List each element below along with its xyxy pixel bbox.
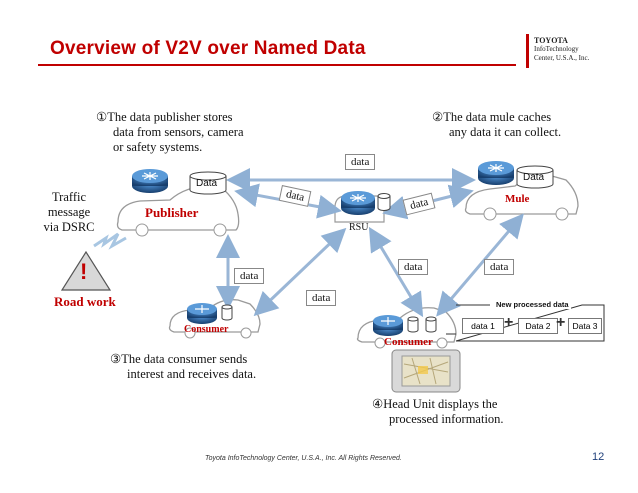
consumer-description: ③The data consumer sends interest and re… bbox=[110, 352, 256, 382]
publisher-description: ①The data publisher stores data from sen… bbox=[96, 110, 244, 155]
router-icon-consumer-left bbox=[187, 303, 217, 324]
mule-description: ②The data mule caches any data it can co… bbox=[432, 110, 561, 140]
consumer-description-line-2: interest and receives data. bbox=[127, 367, 257, 381]
consumer-description-line-1: ③The data consumer sends bbox=[110, 352, 248, 366]
publisher-description-line-2: data from sensors, camera bbox=[113, 125, 244, 139]
processed-item-3: Data 3 bbox=[568, 318, 602, 334]
headunit-description-line-1: ④Head Unit displays the bbox=[372, 397, 498, 411]
consumer-right-label: Consumer bbox=[384, 336, 433, 348]
flow-label-publisher-consumer: data bbox=[234, 268, 265, 284]
publisher-description-line-3: or safety systems. bbox=[113, 140, 203, 154]
traffic-line-3: via DSRC bbox=[43, 220, 95, 234]
company-logo: TOYOTA InfoTechnology Center, U.S.A., In… bbox=[534, 36, 589, 63]
mule-description-line-1: ②The data mule caches bbox=[432, 110, 552, 124]
mule-label: Mule bbox=[505, 193, 530, 205]
flow-label-mule-consumer: data bbox=[484, 259, 515, 275]
processed-data-title: New processed data bbox=[494, 300, 571, 309]
headunit-description: ④Head Unit displays the processed inform… bbox=[372, 397, 504, 427]
consumer-left-label: Consumer bbox=[184, 324, 229, 335]
mule-store-label: Data bbox=[523, 172, 545, 183]
flow-label-publisher-mule: data bbox=[345, 154, 376, 170]
flow-label-rsu-consumer-right: data bbox=[398, 259, 429, 275]
consumer-left-car-outline bbox=[168, 299, 261, 339]
publisher-store-label: Data bbox=[196, 178, 218, 189]
traffic-line-1: Traffic bbox=[51, 190, 87, 204]
head-unit-display-icon bbox=[391, 349, 461, 393]
storage-icon-publisher bbox=[189, 171, 227, 195]
logo-line-2: InfoTechnology bbox=[534, 45, 579, 53]
publisher-label: Publisher bbox=[145, 205, 199, 220]
storage-icon-rsu bbox=[377, 193, 391, 211]
page-title: Overview of V2V over Named Data bbox=[50, 38, 366, 59]
warning-triangle-icon bbox=[60, 250, 112, 291]
storage-icon-consumer-right bbox=[407, 316, 437, 333]
page-number: 12 bbox=[592, 451, 605, 463]
publisher-car-outline bbox=[116, 185, 240, 237]
rsu-label: RSU bbox=[349, 222, 369, 233]
warning-exclamation-icon: ! bbox=[80, 259, 88, 284]
traffic-message-label: Traffic message via DSRC bbox=[34, 190, 104, 235]
traffic-line-2: message bbox=[47, 205, 91, 219]
logo-line-3: Center, U.S.A., Inc. bbox=[534, 54, 590, 62]
processed-item-2: Data 2 bbox=[518, 318, 558, 334]
router-icon-consumer-right bbox=[373, 315, 403, 336]
processed-item-1: data 1 bbox=[462, 318, 504, 334]
router-icon-publisher bbox=[132, 169, 168, 193]
storage-icon-mule bbox=[516, 165, 554, 189]
mule-description-line-2: any data it can collect. bbox=[449, 125, 562, 139]
storage-icon-consumer-left bbox=[221, 304, 233, 321]
plus-sign-2: + bbox=[556, 314, 566, 331]
footer-copyright: Toyota InfoTechnology Center, U.S.A., In… bbox=[205, 455, 402, 462]
headunit-description-line-2: processed information. bbox=[389, 412, 504, 426]
road-work-label: Road work bbox=[54, 294, 116, 309]
plus-sign-1: + bbox=[504, 314, 514, 331]
router-icon-mule bbox=[478, 161, 514, 185]
dsrc-lightning bbox=[93, 232, 127, 250]
logo-accent-bar bbox=[526, 34, 529, 68]
title-underline bbox=[38, 64, 516, 66]
publisher-description-line-1: ①The data publisher stores bbox=[96, 110, 233, 124]
logo-line-1: TOYOTA bbox=[534, 36, 568, 45]
router-icon-rsu bbox=[341, 191, 375, 215]
flow-label-rsu-consumer-left: data bbox=[306, 290, 337, 306]
